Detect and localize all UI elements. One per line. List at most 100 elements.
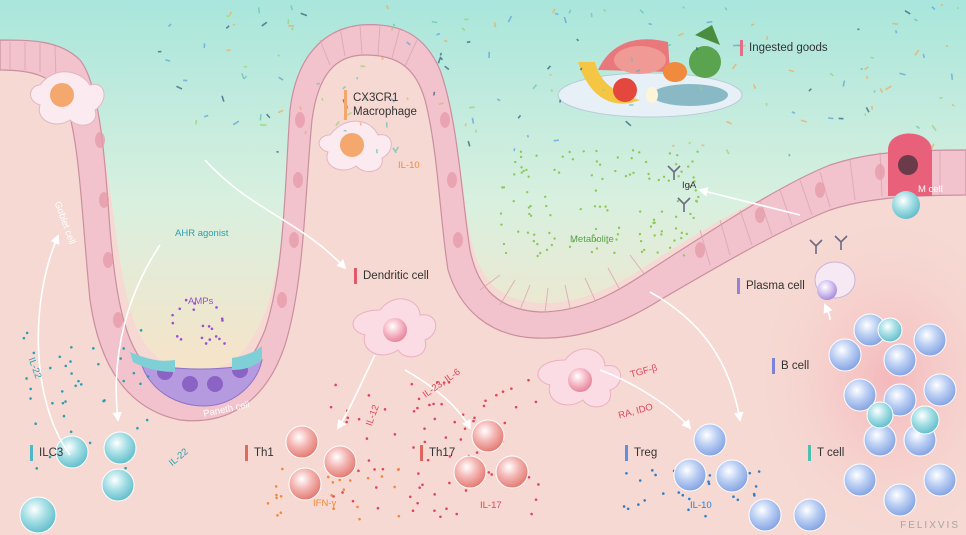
immune-cell — [748, 498, 782, 532]
metabolite-dot — [691, 160, 694, 163]
metabolite-dot — [592, 234, 595, 237]
cytokine-dot — [638, 479, 642, 482]
immune-cell — [866, 401, 894, 429]
lumen-particle — [864, 113, 867, 116]
metabolite-dot — [575, 235, 578, 238]
lumen-particle — [488, 51, 491, 58]
lumen-particle — [765, 102, 768, 106]
lumen-particle — [904, 10, 911, 15]
metabolite-dot — [529, 204, 532, 208]
cytokine-dot — [215, 306, 218, 309]
lumen-particle — [827, 117, 834, 120]
cytokine-dot — [445, 507, 448, 511]
metabolite-dot — [553, 237, 556, 240]
metabolite-dot — [527, 206, 531, 209]
lumen-particle — [228, 11, 233, 16]
lumen-particle — [266, 113, 271, 119]
lumen-particle — [576, 38, 580, 42]
cytokine-dot — [171, 313, 174, 317]
metabolite-dot — [502, 242, 506, 246]
amps-annotation: AMPs — [188, 296, 214, 307]
lumen-particle — [671, 144, 675, 148]
lumen-particle — [278, 76, 284, 81]
lumen-particle — [950, 73, 954, 80]
lumen-particle — [829, 72, 834, 77]
metabolite-dot — [696, 150, 699, 153]
lumen-particle — [865, 75, 869, 80]
metabolite-dot — [695, 200, 699, 203]
cytokine-dot — [281, 467, 284, 471]
cytokine-dot — [139, 382, 142, 386]
metabolite-dot — [601, 177, 604, 181]
immune-cell — [863, 423, 897, 457]
cytokine-dot — [29, 387, 32, 391]
metabolite-dot — [536, 254, 539, 258]
cytokine-dot — [439, 515, 442, 519]
cytokine-dot — [214, 335, 218, 338]
metabolite-dot — [653, 234, 656, 237]
metabolite-dot — [668, 246, 672, 249]
lumen-particle — [392, 23, 396, 27]
cytokine-dot — [375, 486, 378, 489]
metabolite-dot — [662, 175, 666, 178]
cytokine-dot — [25, 377, 28, 380]
metabolite-dot — [544, 195, 547, 199]
lumen-particle — [290, 5, 294, 11]
cytokine-dot — [537, 483, 540, 486]
metabolite-dot — [606, 209, 609, 212]
lumen-particle — [507, 15, 513, 23]
metabolite-dot — [644, 160, 648, 164]
lumen-particle — [894, 30, 898, 34]
cytokine-dot — [220, 317, 224, 320]
cytokine-dot — [416, 501, 419, 505]
cytokine-dot — [661, 492, 665, 495]
cytokine-dot — [77, 379, 80, 383]
immune-cell — [883, 343, 917, 377]
lumen-particle — [438, 102, 444, 106]
il10-top-annotation: IL-10 — [398, 160, 420, 171]
lumen-particle — [496, 98, 501, 102]
lumen-particle — [257, 7, 261, 14]
cytokine-dot — [426, 458, 430, 462]
lumen-particle — [892, 22, 899, 26]
metabolite-dot — [677, 175, 680, 178]
cytokine-dot — [34, 422, 37, 426]
lumen-particle — [667, 43, 672, 47]
cytokine-dot — [501, 390, 505, 393]
cytokine-dot — [687, 508, 690, 512]
cytokine-dot — [171, 321, 175, 325]
lumen-particle — [385, 122, 388, 128]
lumen-particle — [342, 85, 347, 90]
metabolite-dot — [638, 151, 641, 154]
cytokine-dot — [510, 387, 513, 390]
metabolite-dot — [545, 248, 549, 252]
cytokine-dot — [146, 375, 150, 378]
lumen-particle — [464, 18, 469, 21]
cytokine-dot — [448, 455, 452, 458]
lumen-particle — [879, 88, 884, 93]
lumen-particle — [176, 85, 183, 90]
cytokine-dot — [527, 475, 531, 479]
cytokine-dot — [88, 441, 92, 445]
immune-cell — [883, 383, 917, 417]
lumen-particle — [437, 56, 442, 64]
cytokine-dot — [132, 371, 136, 375]
metabolite-dot — [593, 205, 597, 208]
lumen-particle — [857, 28, 860, 31]
lumen-particle — [873, 90, 876, 93]
lumen-particle — [167, 23, 172, 28]
cytokine-dot — [433, 509, 436, 512]
lumen-particle — [701, 144, 705, 147]
metabolite-dot — [685, 232, 689, 236]
lumen-particle — [629, 104, 634, 106]
cytokine-dot — [442, 381, 446, 384]
metabolite-dot — [613, 251, 616, 255]
immune-cell — [910, 405, 940, 435]
metabolite-dot — [590, 174, 593, 177]
lumen-particle — [276, 150, 279, 153]
lumen-particle — [261, 21, 268, 27]
cytokine-dot — [423, 440, 427, 444]
lumen-particle — [343, 129, 347, 132]
lumen-particle — [466, 40, 471, 44]
cytokine-dot — [329, 405, 333, 409]
